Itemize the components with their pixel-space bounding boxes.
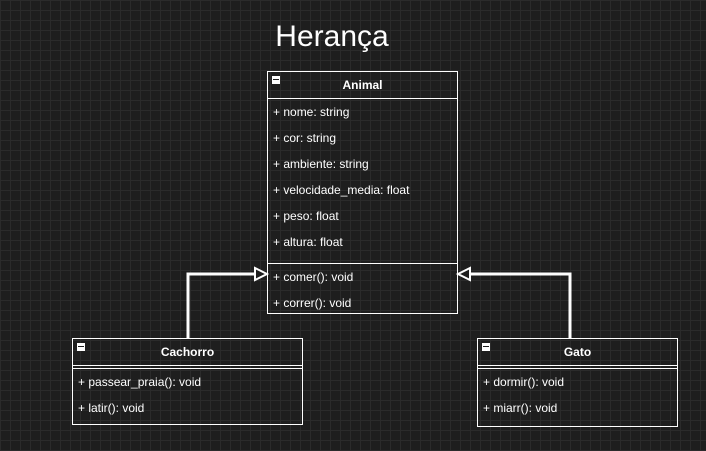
gato-inheritance-arrowhead (455, 266, 471, 282)
method-row[interactable]: + dormir(): void (483, 375, 565, 389)
diagram-title: Herança (275, 20, 389, 53)
attribute-row[interactable]: + altura: float (273, 235, 343, 249)
attribute-row[interactable]: + nome: string (273, 105, 350, 119)
gato-to-animal-line[interactable] (470, 272, 572, 338)
method-row[interactable]: + comer(): void (273, 270, 354, 284)
collapse-icon[interactable] (272, 76, 280, 84)
attribute-row[interactable]: + ambiente: string (273, 157, 369, 171)
class-cachorro-methods: + passear_praia(): void + latir(): void (73, 369, 302, 421)
class-gato-name: Gato (563, 345, 592, 359)
method-row[interactable]: + latir(): void (78, 401, 145, 415)
collapse-icon[interactable] (77, 343, 85, 351)
class-cachorro-attributes-empty (73, 366, 302, 369)
class-animal-attributes: + nome: string + cor: string + ambiente:… (268, 99, 457, 255)
class-animal[interactable]: Animal + nome: string + cor: string + am… (267, 71, 458, 314)
attribute-row[interactable]: + cor: string (273, 131, 337, 145)
attribute-row[interactable]: + peso: float (273, 209, 339, 223)
method-row[interactable]: + correr(): void (273, 296, 352, 310)
class-gato-attributes-empty (478, 366, 677, 369)
class-cachorro-header[interactable]: Cachorro (73, 339, 302, 366)
class-gato-header[interactable]: Gato (478, 339, 677, 366)
class-cachorro-name: Cachorro (160, 345, 215, 359)
attribute-row[interactable]: + velocidade_media: float (273, 183, 410, 197)
class-gato-methods: + dormir(): void + miarr(): void (478, 369, 677, 421)
class-animal-methods: + comer(): void + correr(): void (268, 264, 457, 316)
class-animal-separator (268, 255, 457, 264)
method-row[interactable]: + passear_praia(): void (78, 375, 202, 389)
method-row[interactable]: + miarr(): void (483, 401, 558, 415)
class-gato[interactable]: Gato + dormir(): void + miarr(): void (477, 338, 678, 427)
class-cachorro[interactable]: Cachorro + passear_praia(): void + latir… (72, 338, 303, 425)
class-animal-header[interactable]: Animal (268, 72, 457, 99)
class-animal-name: Animal (342, 78, 383, 92)
cachorro-inheritance-arrowhead (254, 266, 270, 282)
cachorro-to-animal-line[interactable] (186, 272, 256, 338)
collapse-icon[interactable] (482, 343, 490, 351)
